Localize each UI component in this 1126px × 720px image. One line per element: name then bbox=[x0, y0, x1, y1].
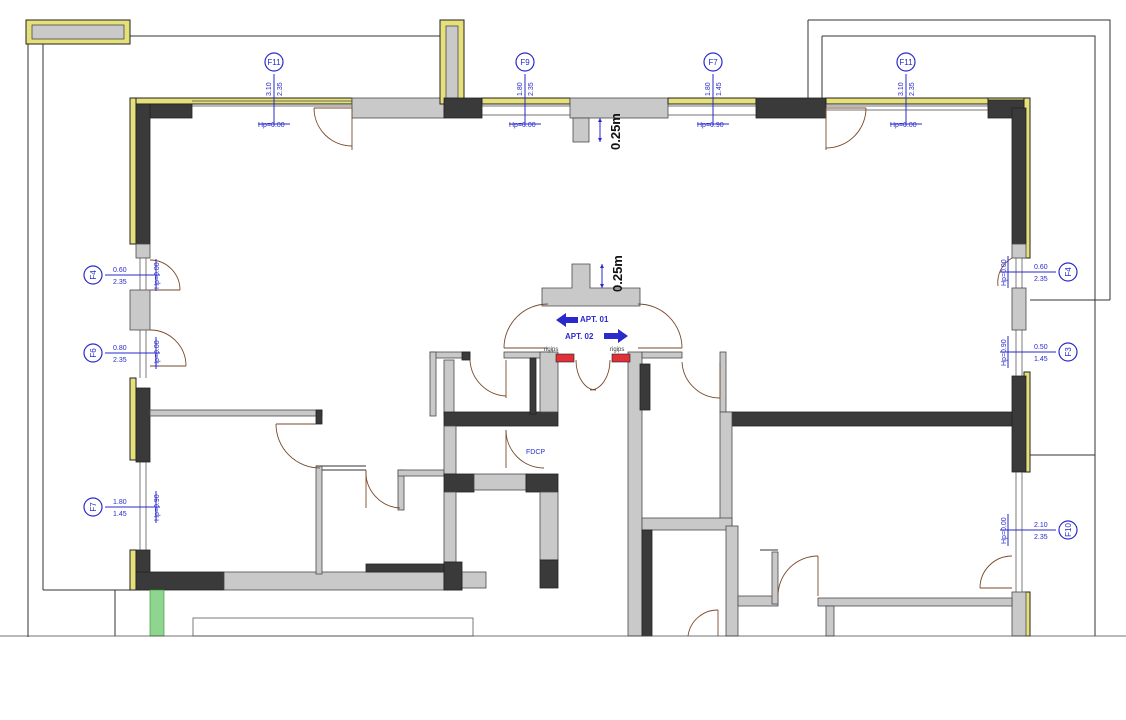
window-tag-circle bbox=[703, 52, 723, 72]
window-tag-circle bbox=[83, 265, 103, 285]
apartment-indicator: APT. 01 APT. 02 bbox=[556, 313, 628, 343]
window-glazing bbox=[139, 100, 1023, 592]
recess-dimension-top-label: 0.25m bbox=[608, 113, 623, 150]
window-tag-f4: 0.60 2.35 Hp=0.00 F4 bbox=[83, 259, 161, 291]
window-tag-id: F7 bbox=[708, 58, 718, 67]
recess-dimension-top: 0.25m bbox=[598, 113, 623, 150]
window-tag-f6: 0.80 2.35 Hp=0.00 F6 bbox=[83, 337, 161, 369]
window-sill-height: Hp=0.00 bbox=[258, 122, 285, 129]
window-tag-f7: 1.80 1.45 Hp=0.90 F7 bbox=[83, 491, 161, 523]
red-marker-right bbox=[611, 353, 631, 363]
interior-walls bbox=[149, 351, 1013, 637]
recess-dimension-center-label: 0.25m bbox=[610, 255, 625, 292]
window-sill-height: Hp=0.90 bbox=[1001, 339, 1008, 366]
window-tag-id: F9 bbox=[520, 58, 530, 67]
window-tag-circle bbox=[83, 343, 103, 363]
window-tag-id: F4 bbox=[1064, 267, 1073, 277]
window-tag-id: F11 bbox=[267, 58, 281, 67]
window-height: 2.35 bbox=[113, 357, 127, 364]
window-tag-circle bbox=[264, 52, 284, 72]
window-height: 2.35 bbox=[528, 82, 535, 96]
window-height: 2.35 bbox=[1034, 534, 1048, 541]
window-tag-f10: 2.10 2.35 Hp=0.00 F10 bbox=[1000, 514, 1078, 546]
window-tag-circle bbox=[1058, 262, 1078, 282]
window-tag-f4: 0.60 2.35 Hp=0.00 F4 bbox=[1000, 256, 1078, 288]
central-bulkhead bbox=[541, 263, 641, 307]
window-height: 1.45 bbox=[716, 82, 723, 96]
room-label: FDCP bbox=[526, 449, 545, 456]
window-height: 2.35 bbox=[277, 82, 284, 96]
window-sill-height: Hp=0.90 bbox=[154, 494, 161, 521]
recess-dimension-center: 0.25m bbox=[610, 255, 625, 292]
window-sill-height: Hp=0.00 bbox=[154, 340, 161, 367]
window-tag-id: F3 bbox=[1064, 347, 1073, 357]
window-width: 0.80 bbox=[113, 345, 127, 352]
apt-02-arrow bbox=[604, 329, 628, 343]
window-width: 3.10 bbox=[266, 82, 273, 96]
window-tag-id: F11 bbox=[899, 58, 913, 67]
exterior-walls bbox=[129, 19, 1031, 637]
window-tag-f3: 0.50 1.45 Hp=0.90 F3 bbox=[1000, 336, 1078, 368]
window-tag-circle bbox=[1058, 342, 1078, 362]
window-tag-circle bbox=[515, 52, 535, 72]
blank-margin bbox=[0, 637, 1126, 720]
window-tag-id: F4 bbox=[89, 270, 98, 280]
apt-01-label: APT. 01 bbox=[580, 315, 609, 324]
window-height: 2.35 bbox=[909, 82, 916, 96]
window-sill-height: Hp=0.00 bbox=[1001, 517, 1008, 544]
window-width: 0.60 bbox=[113, 267, 127, 274]
partition-label-left: rigips bbox=[544, 347, 558, 353]
window-tag-circle bbox=[1058, 520, 1078, 540]
window-sill-height: Hp=0.00 bbox=[1001, 259, 1008, 286]
top-left-slab-core bbox=[31, 24, 125, 40]
apt-02-label: APT. 02 bbox=[565, 332, 594, 341]
window-sill-height: Hp=0.00 bbox=[154, 262, 161, 289]
red-marker-left bbox=[555, 353, 575, 363]
window-tag-circle bbox=[896, 52, 916, 72]
window-width: 1.80 bbox=[113, 499, 127, 506]
window-sill-height: Hp=0.00 bbox=[509, 122, 536, 129]
window-width: 1.80 bbox=[517, 82, 524, 96]
green-hatch-strip bbox=[149, 589, 165, 637]
window-tag-id: F7 bbox=[89, 502, 98, 512]
apt-01-arrow bbox=[556, 313, 578, 327]
window-height: 1.45 bbox=[1034, 356, 1048, 363]
window-tag-id: F6 bbox=[89, 348, 98, 358]
window-width: 1.80 bbox=[705, 82, 712, 96]
window-sill-height: Hp=0.00 bbox=[890, 122, 917, 129]
window-sill-height: Hp=0.90 bbox=[697, 122, 724, 129]
window-height: 1.45 bbox=[113, 511, 127, 518]
window-width: 3.10 bbox=[898, 82, 905, 96]
window-width: 2.10 bbox=[1034, 522, 1048, 529]
top-recess-column bbox=[572, 117, 590, 143]
window-height: 2.35 bbox=[113, 279, 127, 286]
window-width: 0.50 bbox=[1034, 344, 1048, 351]
window-width: 0.60 bbox=[1034, 264, 1048, 271]
partition-label-right: rigips bbox=[610, 347, 624, 353]
window-height: 2.35 bbox=[1034, 276, 1048, 283]
window-tag-id: F10 bbox=[1064, 523, 1073, 537]
window-tag-circle bbox=[83, 497, 103, 517]
